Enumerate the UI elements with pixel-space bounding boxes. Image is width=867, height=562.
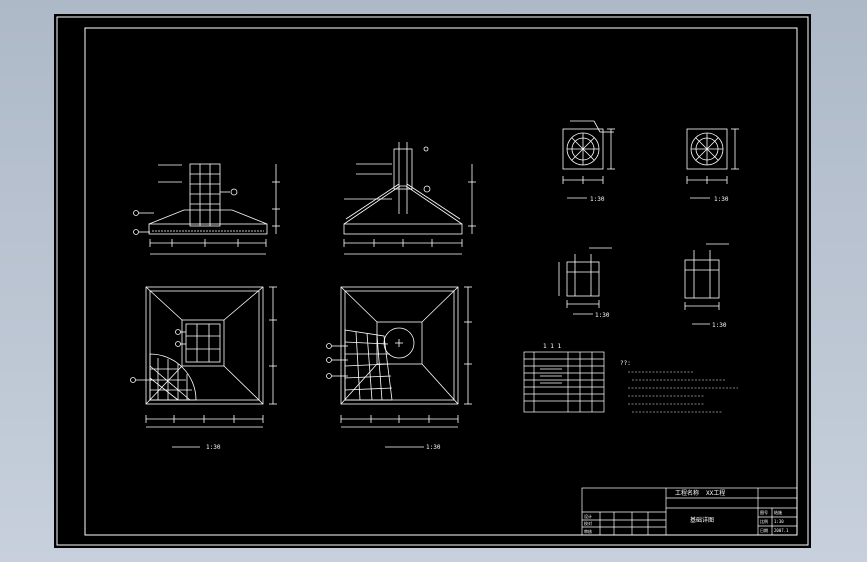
title-label-approve: 审核 (584, 528, 592, 534)
pile-detail-4 (684, 243, 729, 325)
rebar-schedule-table (523, 351, 605, 413)
title-block (581, 487, 798, 536)
notes-heading: ??: (620, 360, 631, 367)
title-label-date: 日期 (760, 527, 768, 533)
title-mark-scale: 1:30 (774, 519, 784, 524)
title-block-project: 工程名称 (675, 489, 699, 497)
footing-section-a (133, 163, 280, 255)
detail-d-scale: 1:30 (712, 322, 727, 329)
inner-border (84, 27, 798, 536)
section-b-scale: 1:30 (714, 196, 729, 203)
notes-lines (628, 371, 738, 413)
footing-plan-left (130, 286, 277, 448)
title-label-drawing-no: 图号 (760, 509, 768, 515)
cad-drawing: 1:30 1:30 (56, 16, 809, 546)
section-a-scale: 1:30 (590, 196, 605, 203)
footing-plan-right (326, 286, 472, 448)
title-block-drawing-title: 基础详图 (690, 516, 714, 524)
footing-section-b (343, 142, 476, 255)
plan-right-scale: 1:30 (426, 444, 441, 451)
title-label-design: 设计 (584, 513, 592, 519)
table-title: 1 1 1 (543, 343, 561, 350)
outer-border (56, 16, 809, 546)
title-label-scale: 比例 (760, 518, 768, 524)
pile-detail-2 (686, 128, 739, 199)
plan-left-scale: 1:30 (206, 444, 221, 451)
title-block-item: XX工程 (706, 489, 725, 497)
drawing-sheet: 1:30 1:30 (54, 14, 811, 548)
title-label-check: 校对 (584, 520, 592, 526)
pile-detail-1 (562, 120, 615, 199)
title-mark-date: 2007.1 (774, 528, 789, 533)
detail-c-scale: 1:30 (595, 312, 610, 319)
pile-detail-3 (558, 247, 612, 315)
title-mark-drawing-no: 结施 (774, 509, 782, 515)
